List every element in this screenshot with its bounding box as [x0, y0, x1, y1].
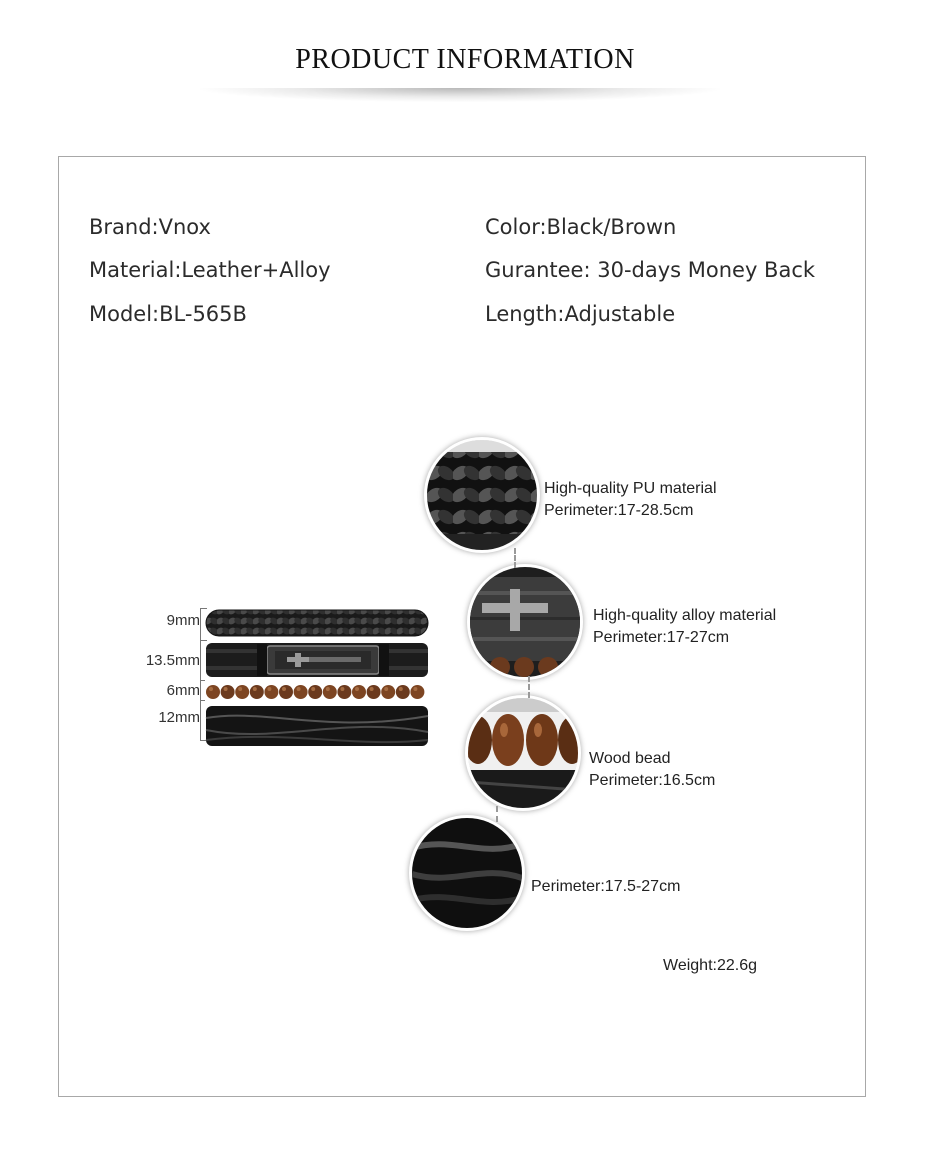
wood-bead-highlight — [369, 687, 374, 691]
callout-braided-material: High-quality PU material — [544, 480, 717, 497]
wood-bead — [352, 685, 366, 699]
detail-circle-leather — [412, 818, 522, 928]
wood-bead — [206, 685, 220, 699]
wood-bead — [395, 685, 410, 699]
callout-alloy-perimeter: Perimeter:17-27cm — [593, 629, 730, 646]
spec-length: Length:Adjustable — [485, 302, 676, 326]
dimension-label-braided: 9mm — [166, 612, 200, 629]
wood-bead-highlight — [355, 687, 359, 691]
wood-bead — [381, 685, 396, 699]
dimension-tick — [200, 608, 207, 609]
spec-guarantee: Gurantee: 30-days Money Back — [485, 258, 816, 282]
braided-leather-band — [205, 609, 429, 637]
wood-bead-highlight — [267, 687, 272, 691]
detail-circle-alloy — [470, 567, 580, 677]
detail-circle-wood-bead — [468, 698, 578, 808]
callout-braided-perimeter: Perimeter:17-28.5cm — [544, 502, 694, 519]
wood-bead-highlight — [340, 687, 345, 691]
wood-bead — [366, 685, 381, 699]
page-title: PRODUCT INFORMATION — [295, 44, 635, 75]
spec-color: Color:Black/Brown — [485, 215, 677, 239]
weight-label: Weight:22.6g — [663, 957, 757, 974]
callout-wood-bead: Wood bead Perimeter:16.5cm — [589, 748, 715, 792]
wood-bead-highlight — [209, 687, 213, 691]
dimension-label-bead: 6mm — [166, 682, 200, 699]
callout-wood-bead-material: Wood bead — [589, 750, 671, 767]
callout-braided: High-quality PU material Perimeter:17-28… — [544, 478, 717, 522]
callout-alloy-material: High-quality alloy material — [593, 607, 777, 624]
connector-line — [528, 676, 530, 698]
callout-wood-bead-perimeter: Perimeter:16.5cm — [589, 772, 716, 789]
wood-bead — [279, 685, 293, 699]
wood-bead — [410, 685, 425, 699]
wood-bead-highlight — [238, 687, 243, 691]
wood-bead-highlight — [311, 687, 316, 691]
wood-bead-highlight — [296, 687, 301, 691]
wood-bead — [337, 685, 352, 699]
spec-material: Material:Leather+Alloy — [89, 258, 331, 282]
spec-model: Model:BL-565B — [89, 302, 247, 326]
dimension-tick — [200, 640, 207, 641]
dimension-ruler-line — [200, 608, 201, 740]
wood-bead — [308, 685, 323, 699]
title-shadow-divider — [200, 88, 720, 102]
connector-line — [496, 806, 498, 822]
callout-leather: Perimeter:17.5-27cm — [531, 876, 680, 898]
wrapped-leather-band — [205, 706, 429, 746]
wood-bead-highlight — [282, 687, 286, 691]
product-info-frame — [58, 156, 866, 1097]
wood-bead-highlight — [252, 687, 257, 691]
wood-bead-highlight — [413, 687, 418, 691]
dimension-label-leather: 12mm — [158, 709, 200, 726]
dimension-label-alloy: 13.5mm — [145, 652, 200, 669]
spec-brand: Brand:Vnox — [89, 215, 211, 239]
wood-bead — [235, 685, 250, 699]
alloy-plate-band — [206, 643, 428, 677]
wood-bead-band — [205, 680, 429, 704]
dimension-tick — [200, 740, 207, 741]
callout-leather-perimeter: Perimeter:17.5-27cm — [531, 878, 681, 895]
wood-bead-highlight — [325, 687, 330, 691]
dimension-tick — [200, 680, 207, 681]
wood-bead-highlight — [223, 687, 228, 691]
wood-bead — [293, 685, 308, 699]
callout-alloy: High-quality alloy material Perimeter:17… — [593, 605, 776, 649]
wood-bead-highlight — [384, 687, 389, 691]
wood-bead — [322, 685, 337, 699]
connector-line — [514, 548, 516, 568]
wood-bead — [249, 685, 264, 699]
detail-circle-braided — [427, 440, 537, 550]
wood-bead-highlight — [398, 687, 403, 691]
dimension-tick — [200, 700, 207, 701]
wood-bead — [220, 685, 235, 699]
wood-bead — [264, 685, 279, 699]
